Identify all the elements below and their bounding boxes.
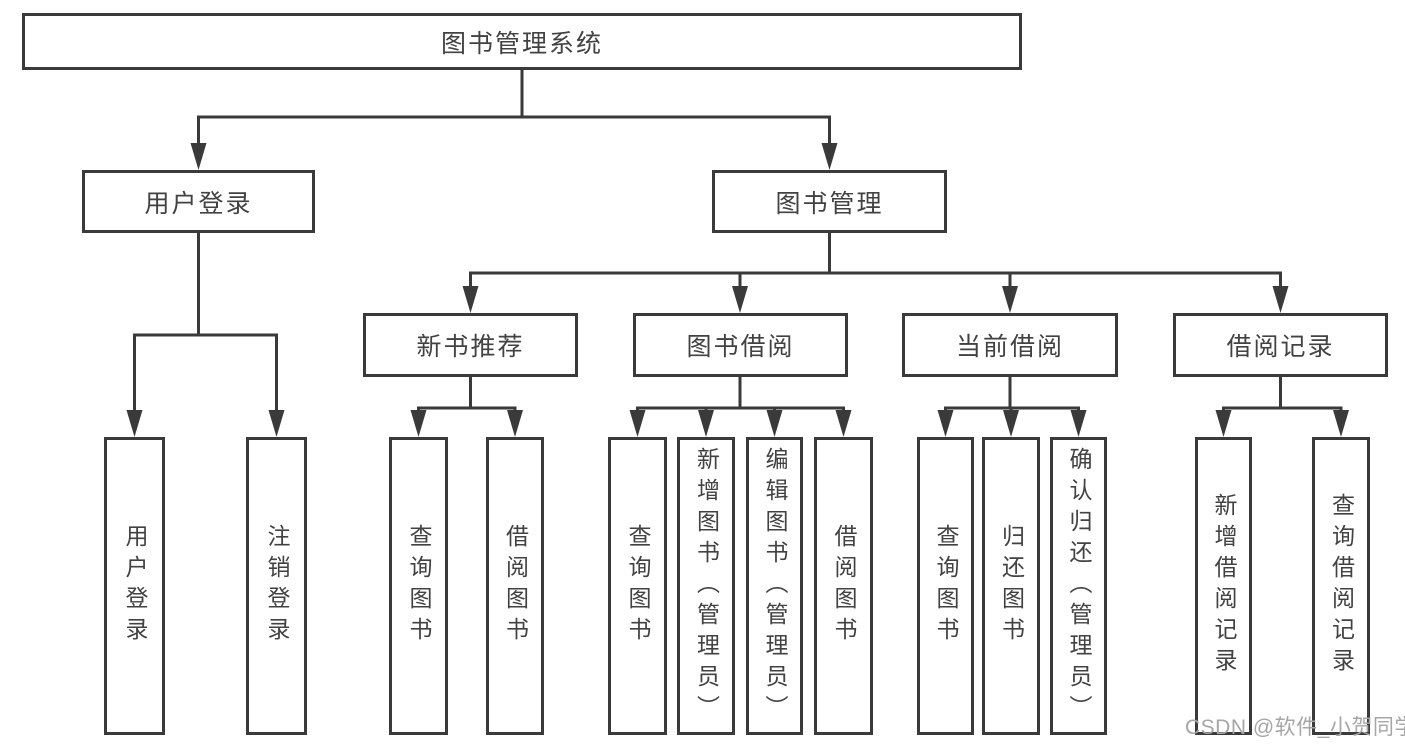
leaf-add-borrow-record: 新增借阅记录	[1195, 437, 1252, 735]
leaf-borrow-books-recommend: 借阅图书	[486, 437, 544, 735]
connector-book-management	[469, 233, 1282, 291]
connector-borrow-records	[1222, 377, 1343, 415]
connector-root	[197, 69, 831, 148]
leaf-add-books-admin: 新增图书（管理员）	[677, 437, 735, 735]
leaf-confirm-return-admin: 确认归还（管理员）	[1050, 437, 1107, 735]
node-new-book-recommend: 新书推荐	[363, 313, 578, 377]
node-borrow-records: 借阅记录	[1173, 313, 1388, 377]
connector-new-book-recommend	[417, 377, 517, 415]
leaf-borrow-books: 借阅图书	[814, 437, 873, 735]
node-book-management-branch: 图书管理	[712, 170, 947, 233]
leaf-logout-login: 注销登录	[246, 437, 307, 735]
connector-book-borrow	[636, 377, 845, 415]
leaf-query-books-borrow: 查询图书	[608, 437, 667, 735]
connector-user-login	[133, 233, 278, 414]
leaf-query-books-recommend: 查询图书	[389, 437, 448, 735]
node-current-borrow: 当前借阅	[902, 313, 1118, 377]
node-book-borrow: 图书借阅	[633, 313, 848, 377]
leaf-query-borrow-record: 查询借阅记录	[1312, 437, 1370, 735]
csdn-watermark: CSDN @软件_小贺同学	[1185, 716, 1405, 739]
node-user-login-branch: 用户登录	[82, 170, 315, 233]
leaf-query-books-current: 查询图书	[917, 437, 974, 735]
leaf-user-login: 用户登录	[104, 437, 165, 735]
connector-current-borrow	[944, 377, 1080, 415]
node-library-management-system: 图书管理系统	[22, 13, 1022, 70]
leaf-edit-books-admin: 编辑图书（管理员）	[746, 437, 803, 735]
leaf-return-books: 归还图书	[982, 437, 1040, 735]
